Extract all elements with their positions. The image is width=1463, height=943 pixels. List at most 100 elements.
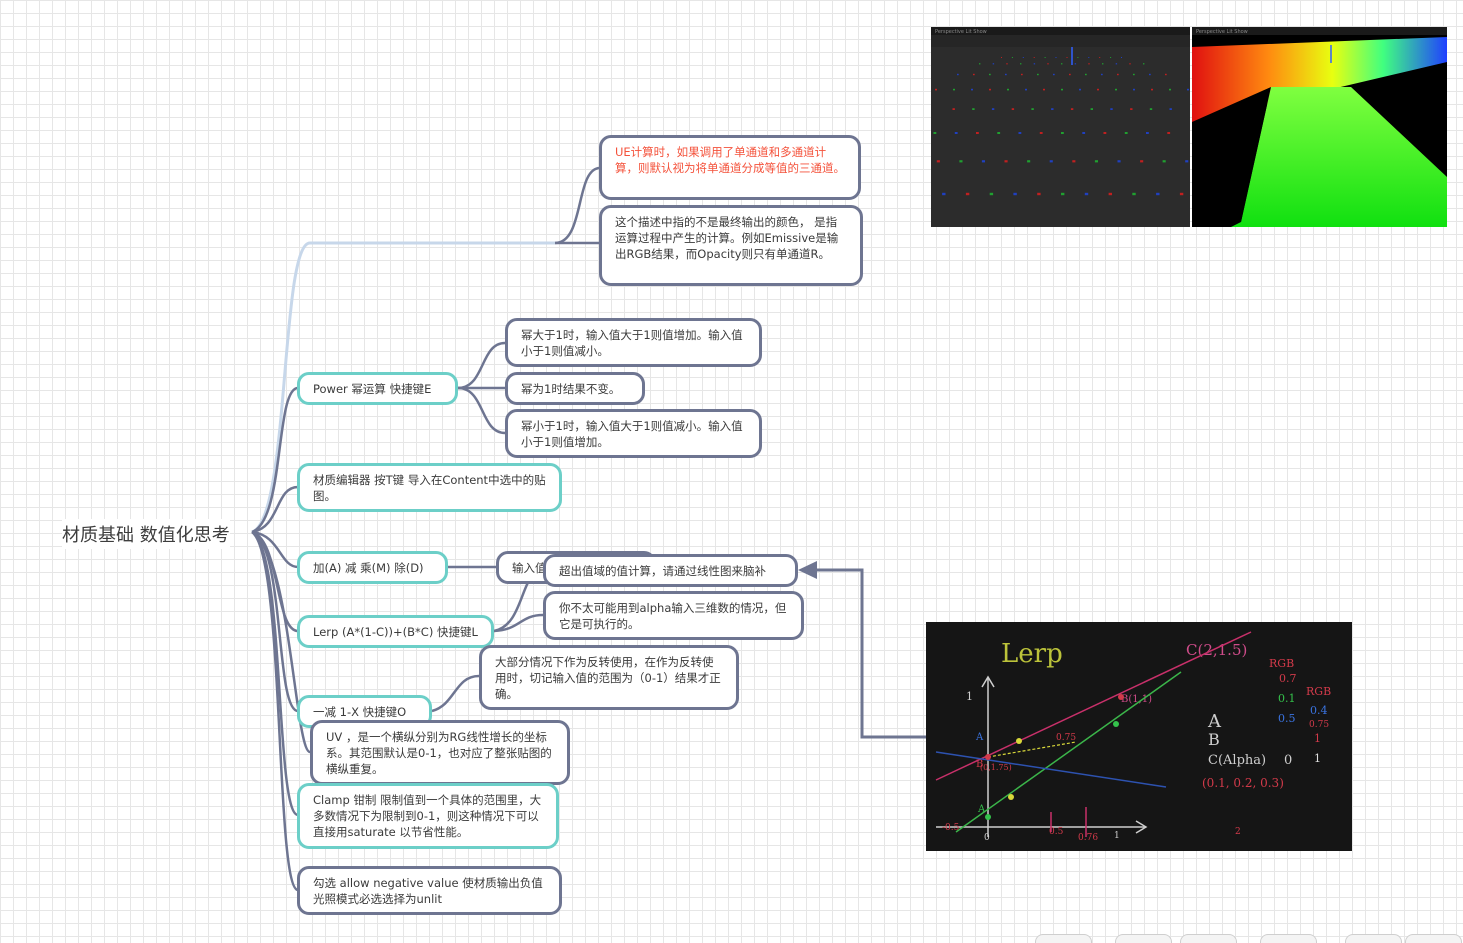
viewport-grid-dot bbox=[1179, 192, 1184, 196]
viewport-grid-dot bbox=[1146, 132, 1149, 134]
viewport-grid-dot bbox=[1094, 160, 1098, 163]
viewport-grid-dot bbox=[1021, 73, 1023, 76]
viewport-grid-dot bbox=[1115, 88, 1117, 91]
viewport-grid-dot bbox=[936, 160, 940, 163]
viewport-grid-dot bbox=[1037, 192, 1041, 196]
viewport-grid-dot bbox=[1033, 63, 1036, 65]
lerp-blackboard-image: Lerp C(2,1.5) B(1,1) RGB RGB 0.7 0.1 0.5… bbox=[926, 622, 1352, 851]
viewport-grid-dot bbox=[976, 132, 979, 134]
point-label-075: 0.75 bbox=[1056, 733, 1076, 743]
viewport-grid-dot bbox=[1187, 88, 1189, 91]
viewport-grid-dot bbox=[992, 63, 995, 65]
blackboard-value-r2: 1 bbox=[1314, 732, 1321, 745]
viewport-grid-dot bbox=[1099, 57, 1101, 58]
node-lerp-alpha[interactable]: 你不太可能用到alpha输入三维数的情况，但它是可执行的。 bbox=[543, 591, 804, 640]
viewport-grid-dot bbox=[1066, 57, 1068, 58]
viewport-grid-dot bbox=[1061, 88, 1063, 91]
viewport-grid-dot bbox=[1115, 63, 1118, 65]
viewport-grid-dot bbox=[1124, 132, 1128, 134]
viewport-grid-dot bbox=[1031, 108, 1034, 110]
viewport-grid-dot bbox=[1033, 57, 1035, 58]
point-label-a2: A bbox=[977, 804, 986, 815]
viewport-grid-dot bbox=[1110, 57, 1112, 58]
viewport-grid-dot bbox=[1090, 108, 1093, 110]
blackboard-point-b: B(1,1) bbox=[1121, 694, 1152, 705]
viewport-grid-dot bbox=[1149, 108, 1153, 110]
viewport-grid-dot bbox=[1133, 73, 1135, 76]
viewport-grid-dot bbox=[1006, 63, 1008, 65]
viewport-left-toolbar: Perspective Lit Show bbox=[935, 29, 987, 35]
blackboard-c-alpha: C(Alpha) bbox=[1208, 753, 1266, 768]
viewport-grid-dot bbox=[1004, 160, 1008, 163]
bottom-tab-6[interactable] bbox=[1405, 934, 1462, 943]
bottom-tab-2[interactable] bbox=[1115, 934, 1172, 943]
blackboard-c-alpha-value: 0 bbox=[1284, 753, 1292, 768]
viewport-grid-dot bbox=[1088, 63, 1090, 65]
viewport-grid-dot bbox=[989, 88, 991, 91]
bottom-tab-4[interactable] bbox=[1260, 934, 1317, 943]
viewport-grid-dot bbox=[933, 132, 937, 134]
blackboard-letter-b: B bbox=[1208, 730, 1220, 749]
viewport-grid-dot bbox=[1001, 57, 1002, 58]
viewport-grid-dot bbox=[952, 108, 955, 110]
viewport-grid-dot bbox=[1169, 88, 1171, 91]
node-ue-single-multi-channel[interactable]: UE计算时，如果调用了单通道和多通道计算，则默认视为将单通道分成等值的三通道。 bbox=[599, 135, 861, 200]
viewport-grid-dot bbox=[1088, 57, 1090, 58]
viewport-grid-dot bbox=[1020, 63, 1022, 65]
blackboard-triple: (0.1, 0.2, 0.3) bbox=[1202, 776, 1284, 790]
viewport-grid-dot bbox=[1185, 160, 1189, 163]
blackboard-value-l1: 0.1 bbox=[1278, 692, 1296, 705]
viewport-grid-dot bbox=[1102, 63, 1104, 65]
viewport-grid-dot bbox=[1013, 192, 1017, 196]
viewport-grid-dot bbox=[1151, 88, 1153, 91]
node-channel-description[interactable]: 这个描述中指的不是最终输出的颜色， 是指运算过程中产生的计算。例如Emissiv… bbox=[599, 205, 863, 286]
viewport-grid-dot bbox=[1055, 57, 1057, 58]
blackboard-value-r3: 1 bbox=[1314, 752, 1321, 765]
root-topic[interactable]: 材质基础 数值化思考 bbox=[62, 519, 230, 549]
viewport-grid-dot bbox=[1097, 88, 1099, 91]
viewport-grid-dot bbox=[1072, 160, 1076, 163]
point-label-b: B bbox=[976, 759, 983, 770]
viewport-grid-dot bbox=[1037, 73, 1039, 76]
node-power-greater-than-1[interactable]: 幂大于1时，输入值大于1则值增加。输入值小于1则值减小。 bbox=[505, 318, 762, 367]
viewport-grid-dot bbox=[1018, 132, 1022, 134]
node-arithmetic[interactable]: 加(A) 减 乘(M) 除(D) bbox=[297, 551, 448, 584]
point-label-0175: (0,1.75) bbox=[980, 763, 1012, 772]
viewport-grid-dot bbox=[942, 192, 946, 196]
node-material-editor[interactable]: 材质编辑器 按T键 导入在Content中选中的贴图。 bbox=[297, 463, 562, 512]
node-uv[interactable]: UV ，是一个横纵分别为RG线性增长的坐标系。其范围默认是0-1，也对应了整张贴… bbox=[310, 720, 570, 785]
blackboard-value-r1: 0.75 bbox=[1309, 720, 1329, 730]
viewport-grid-dot bbox=[1053, 73, 1055, 76]
viewport-grid-dot bbox=[957, 73, 959, 76]
node-lerp[interactable]: Lerp (A*(1-C))+(B*C) 快捷键L bbox=[297, 615, 494, 648]
viewport-grid-dot bbox=[1061, 192, 1065, 196]
node-clamp[interactable]: Clamp 钳制 限制值到一个具体的范围里，大多数情况下为限制到0-1，则这种情… bbox=[297, 783, 559, 849]
axis-label-1: 1 bbox=[966, 690, 973, 703]
bottom-tab-5[interactable] bbox=[1345, 934, 1402, 943]
viewport-grid-dot bbox=[1007, 88, 1009, 91]
bottom-tab-3[interactable] bbox=[1180, 934, 1237, 943]
viewport-grid-dot bbox=[1082, 132, 1086, 134]
axis-label-076: 0.76 bbox=[1078, 833, 1098, 843]
node-power-less-than-1[interactable]: 幂小于1时，输入值大于1则值减小。输入值小于1则值增加。 bbox=[505, 409, 762, 458]
viewport-grid-dot bbox=[972, 108, 975, 110]
node-one-minus-child[interactable]: 大部分情况下作为反转使用，在作为反转使用时，切记输入值的范围为（0-1）结果才正… bbox=[479, 645, 739, 710]
viewport-grid-dot bbox=[991, 108, 995, 110]
viewport-grid-dot bbox=[1084, 192, 1089, 196]
viewport-grid-dot bbox=[1079, 88, 1081, 91]
viewport-grid-dot bbox=[1162, 160, 1166, 163]
viewport-grid-dot bbox=[1101, 73, 1103, 76]
node-power[interactable]: Power 幂运算 快捷键E bbox=[297, 372, 458, 405]
bottom-tab-1[interactable] bbox=[1035, 934, 1092, 943]
viewport-grid-dot bbox=[1011, 108, 1015, 110]
viewport-grid-dot bbox=[1025, 88, 1027, 91]
viewport-grid-dot bbox=[1133, 88, 1135, 91]
axis-label-05: 0.5 bbox=[1049, 827, 1064, 837]
node-lerp-overflow[interactable]: 超出值域的值计算，请通过线性图来脑补 bbox=[543, 554, 798, 587]
node-allow-negative[interactable]: 勾选 allow negative value 使材质输出负值光照模式必选选择为… bbox=[297, 866, 562, 915]
viewport-grid-dot bbox=[1156, 192, 1160, 196]
viewport-grid-dot bbox=[965, 192, 970, 196]
node-power-equal-1[interactable]: 幂为1时结果不变。 bbox=[505, 372, 645, 405]
viewport-grid-dot bbox=[1039, 132, 1043, 134]
viewport-grid-dot bbox=[1169, 108, 1172, 110]
